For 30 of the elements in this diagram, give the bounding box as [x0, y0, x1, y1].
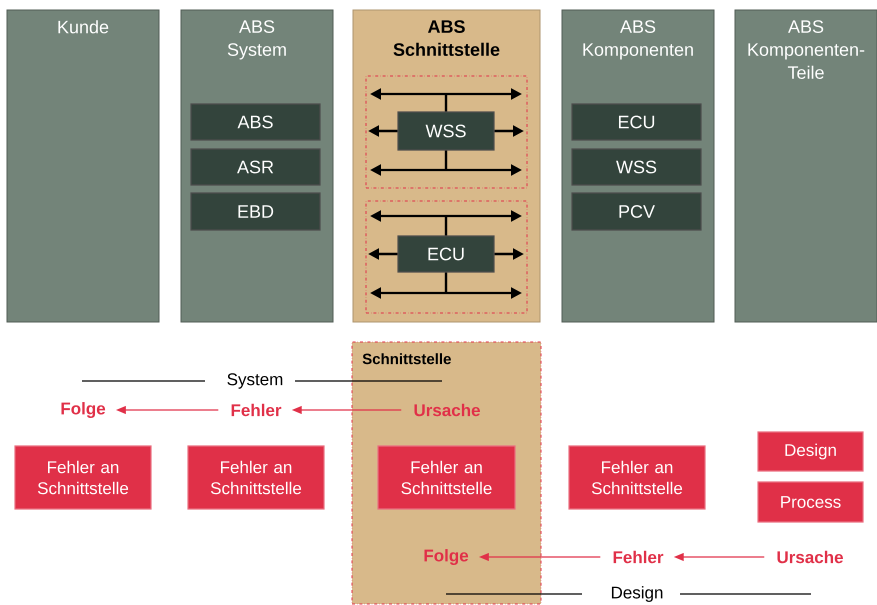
flow-word: Ursache — [777, 550, 843, 564]
flow-word: Fehler — [232, 404, 282, 416]
error-box: Fehler an Schnittstelle — [187, 445, 325, 510]
error-box: Fehler an Schnittstelle — [377, 445, 516, 510]
flow-word: Folge — [61, 402, 106, 418]
component-box: WSS — [571, 148, 702, 186]
component-box: PCV — [571, 192, 702, 231]
component-box: ECU — [571, 103, 702, 141]
error-box: Design — [757, 431, 864, 472]
connector-line — [444, 150, 448, 170]
error-box: Fehler an Schnittstelle — [568, 445, 706, 510]
error-box: Fehler an Schnittstelle — [14, 445, 152, 510]
scope-label: System — [227, 373, 282, 389]
flow-word: Folge — [424, 549, 468, 565]
dashed-frame — [366, 76, 528, 188]
component-box: ECU — [397, 235, 495, 273]
connector-line — [444, 94, 448, 112]
component-box: EBD — [190, 192, 321, 231]
component-box: ABS — [190, 103, 321, 141]
error-box: Process — [757, 481, 864, 523]
scope-label: Design — [612, 586, 662, 602]
flow-word: Ursache — [414, 404, 480, 416]
component-box: ASR — [190, 148, 321, 186]
connector-line — [444, 272, 448, 293]
column-panel: ABS Komponenten-Teile — [734, 10, 877, 322]
dashed-frame — [366, 200, 528, 314]
flow-word: Fehler — [614, 550, 664, 564]
column-panel: Kunde — [6, 10, 160, 322]
component-box: WSS — [397, 111, 495, 151]
connector-line — [444, 216, 448, 236]
